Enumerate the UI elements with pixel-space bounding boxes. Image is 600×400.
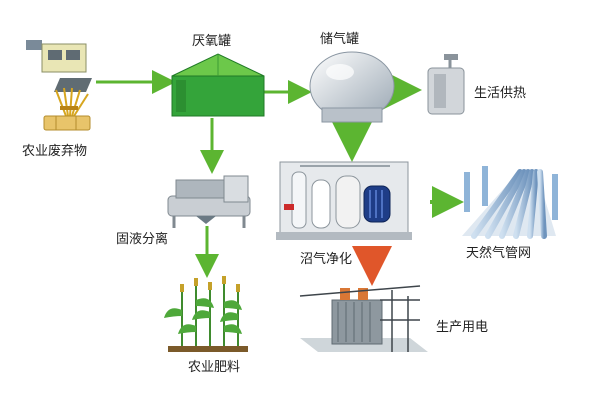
- anaerobic-tank-icon: [171, 53, 265, 117]
- label-gas-holder: 储气罐: [320, 32, 360, 47]
- label-biogas-purification: 沼气净化: [300, 252, 353, 267]
- label-production-electricity: 生产用电: [436, 320, 489, 335]
- gas-holder-icon: [309, 51, 395, 123]
- label-agricultural-fertilizer: 农业肥料: [188, 360, 241, 375]
- label-agricultural-waste: 农业废弃物: [22, 144, 88, 159]
- label-domestic-heating: 生活供热: [474, 86, 527, 101]
- boiler-icon: [427, 54, 465, 115]
- gas-pipeline-icon: [462, 166, 558, 239]
- label-natural-gas-pipeline: 天然气管网: [466, 246, 532, 261]
- separator-icon: [167, 175, 251, 228]
- label-solid-liquid-separation: 固液分离: [116, 232, 169, 247]
- purification-plant-icon: [276, 161, 412, 240]
- transformer-icon: [299, 285, 428, 352]
- crops-icon: [164, 276, 248, 352]
- agricultural-waste-icon: [26, 40, 92, 131]
- label-anaerobic-tank: 厌氧罐: [192, 34, 232, 49]
